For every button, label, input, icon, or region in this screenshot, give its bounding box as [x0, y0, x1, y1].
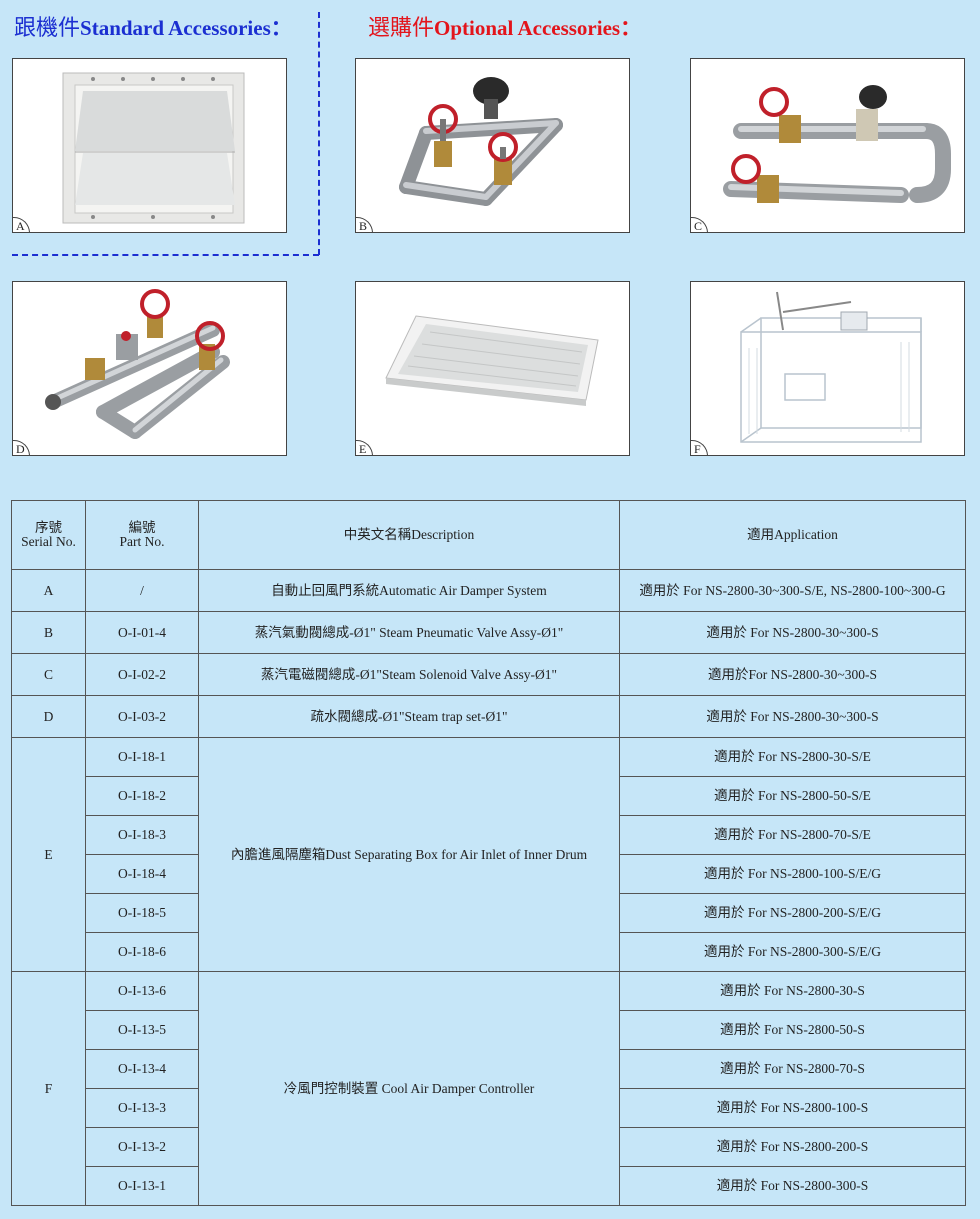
- application-cell: 適用於 For NS-2800-50-S/E: [619, 776, 966, 816]
- air-damper-image: [62, 72, 245, 224]
- standard-heading-zh: 跟機件: [14, 15, 81, 40]
- pneumatic-valve-image: [399, 77, 563, 206]
- description-cell: 疏水閥總成-Ø1"Steam trap set-Ø1": [198, 695, 620, 738]
- part-no-header-en: Part No.: [119, 534, 165, 549]
- application-cell: 適用於 For NS-2800-30-S: [619, 971, 966, 1011]
- description-cell: 蒸汽電磁閥總成-Ø1"Steam Solenoid Valve Assy-Ø1": [198, 653, 620, 696]
- cool-air-damper-controller-image: [740, 291, 922, 443]
- part-cell: O-I-18-6: [85, 932, 199, 972]
- serial-cell: B: [11, 611, 86, 654]
- table-row: C O-I-02-2 蒸汽電磁閥總成-Ø1"Steam Solenoid Val…: [11, 653, 966, 696]
- serial-no-header-en: Serial No.: [21, 534, 76, 549]
- photo-a: A: [12, 58, 287, 233]
- serial-cell: C: [11, 653, 86, 696]
- part-cell: O-I-18-3: [85, 815, 199, 855]
- part-cell: O-I-13-6: [85, 971, 199, 1011]
- serial-cell: D: [11, 695, 86, 738]
- application-cell: 適用於 For NS-2800-30~300-S/E, NS-2800-100~…: [619, 569, 966, 612]
- table-row: O-I-18-5 適用於 For NS-2800-200-S/E/G: [12, 893, 966, 933]
- application-cell: 適用於 For NS-2800-70-S: [619, 1049, 966, 1089]
- description-header: 中英文名稱Description: [198, 500, 620, 570]
- optional-accessories-heading: 選購件Optional Accessories：: [368, 10, 641, 42]
- part-cell: O-I-13-4: [85, 1049, 199, 1089]
- description-cell: 蒸汽氣動閥總成-Ø1" Steam Pneumatic Valve Assy-Ø…: [198, 611, 620, 654]
- table-row: O-I-18-2 適用於 For NS-2800-50-S/E: [12, 776, 966, 816]
- application-cell: 適用於 For NS-2800-50-S: [619, 1010, 966, 1050]
- part-cell: O-I-13-3: [85, 1088, 199, 1128]
- table-row: O-I-13-5 適用於 For NS-2800-50-S: [12, 1010, 966, 1050]
- table-row: E O-I-18-1 內膽進風隔塵箱Dust Separating Box fo…: [11, 737, 966, 972]
- standard-accessories-heading: 跟機件Standard Accessories：: [14, 10, 292, 42]
- application-cell: 適用於 For NS-2800-30~300-S: [619, 611, 966, 654]
- serial-no-header-zh: 序號: [35, 520, 62, 535]
- dust-separating-box-image: [385, 315, 599, 406]
- table-row: O-I-18-4 適用於 For NS-2800-100-S/E/G: [12, 854, 966, 894]
- photo-c: C: [690, 58, 965, 233]
- standard-divider-horizontal: [12, 254, 319, 256]
- table-row: O-I-13-3 適用於 For NS-2800-100-S: [12, 1088, 966, 1128]
- photo-f: F: [690, 281, 965, 456]
- solenoid-valve-image: [723, 85, 951, 203]
- application-cell: 適用於 For NS-2800-300-S: [619, 1166, 966, 1206]
- application-header: 適用Application: [619, 500, 966, 570]
- photo-d: D: [12, 281, 287, 456]
- table-row: O-I-18-6 適用於 For NS-2800-300-S/E/G: [12, 932, 966, 972]
- standard-heading-en: Standard Accessories：: [80, 16, 292, 40]
- table-row: D O-I-03-2 疏水閥總成-Ø1"Steam trap set-Ø1" 適…: [11, 695, 966, 738]
- table-row: O-I-13-1 適用於 For NS-2800-300-S: [12, 1166, 966, 1206]
- application-cell: 適用於 For NS-2800-300-S/E/G: [619, 932, 966, 972]
- table-row: O-I-13-2 適用於 For NS-2800-200-S: [12, 1127, 966, 1167]
- photo-b: B: [355, 58, 630, 233]
- part-cell: O-I-03-2: [85, 695, 199, 738]
- serial-cell: A: [11, 569, 86, 612]
- table-row: F O-I-13-6 冷風門控制裝置 Cool Air Damper Contr…: [11, 971, 966, 1206]
- optional-heading-zh: 選購件: [368, 15, 435, 40]
- part-cell: O-I-13-1: [85, 1166, 199, 1206]
- description-cell: 內膽進風隔塵箱Dust Separating Box for Air Inlet…: [198, 737, 620, 972]
- application-cell: 適用於For NS-2800-30~300-S: [619, 653, 966, 696]
- description-cell: 冷風門控制裝置 Cool Air Damper Controller: [198, 971, 620, 1206]
- table-row: B O-I-01-4 蒸汽氣動閥總成-Ø1" Steam Pneumatic V…: [11, 611, 966, 654]
- steam-trap-image: [45, 289, 230, 439]
- application-cell: 適用於 For NS-2800-100-S/E/G: [619, 854, 966, 894]
- application-cell: 適用於 For NS-2800-200-S/E/G: [619, 893, 966, 933]
- part-cell: /: [85, 569, 199, 612]
- part-no-header-zh: 編號: [128, 520, 156, 535]
- application-cell: 適用於 For NS-2800-30~300-S: [619, 695, 966, 738]
- standard-divider-vertical: [318, 12, 320, 255]
- serial-cell: E: [11, 737, 86, 972]
- description-cell: 自動止回風門系統Automatic Air Damper System: [198, 569, 620, 612]
- part-cell: O-I-13-5: [85, 1010, 199, 1050]
- application-cell: 適用於 For NS-2800-30-S/E: [619, 737, 966, 777]
- part-cell: O-I-18-5: [85, 893, 199, 933]
- part-cell: O-I-02-2: [85, 653, 199, 696]
- part-cell: O-I-18-1: [85, 737, 199, 777]
- photo-e: E: [355, 281, 630, 456]
- table-row: A / 自動止回風門系統Automatic Air Damper System …: [11, 569, 966, 612]
- part-cell: O-I-18-2: [85, 776, 199, 816]
- application-cell: 適用於 For NS-2800-70-S/E: [619, 815, 966, 855]
- application-cell: 適用於 For NS-2800-200-S: [619, 1127, 966, 1167]
- part-cell: O-I-01-4: [85, 611, 199, 654]
- optional-heading-en: Optional Accessories：: [434, 16, 642, 40]
- part-cell: O-I-13-2: [85, 1127, 199, 1167]
- application-cell: 適用於 For NS-2800-100-S: [619, 1088, 966, 1128]
- serial-cell: F: [11, 971, 86, 1206]
- part-cell: O-I-18-4: [85, 854, 199, 894]
- table-row: O-I-18-3 適用於 For NS-2800-70-S/E: [12, 815, 966, 855]
